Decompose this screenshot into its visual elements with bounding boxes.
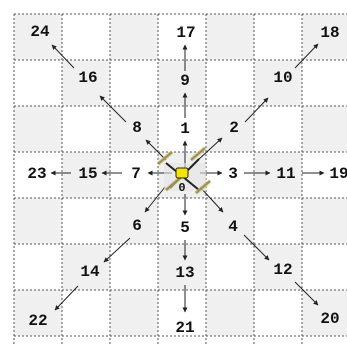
node-label-23: 23 xyxy=(27,165,46,183)
node-label-20: 20 xyxy=(320,310,339,328)
grid-cell xyxy=(206,14,254,60)
node-label-5: 5 xyxy=(180,219,190,237)
node-label-18: 18 xyxy=(320,24,339,42)
node-label-3: 3 xyxy=(228,165,238,183)
node-label-1: 1 xyxy=(180,120,190,138)
node-label-17: 17 xyxy=(176,24,195,42)
node-label-21: 21 xyxy=(175,319,194,337)
grid-cell xyxy=(110,290,158,336)
node-label-19: 19 xyxy=(329,165,347,183)
grid-cell xyxy=(14,198,62,244)
grid-cell xyxy=(302,198,347,244)
grid-cell xyxy=(62,14,110,60)
grid-cell xyxy=(110,60,158,106)
node-label-7: 7 xyxy=(131,165,141,183)
node-label-8: 8 xyxy=(132,119,142,137)
node-label-22: 22 xyxy=(28,312,47,330)
grid-cell xyxy=(302,106,347,152)
grid-cell xyxy=(206,60,254,106)
node-label-24: 24 xyxy=(30,23,50,41)
grid-cell xyxy=(206,244,254,290)
grid-cell xyxy=(206,290,254,336)
grid-cell xyxy=(110,14,158,60)
grid-cell xyxy=(254,198,302,244)
node-label-13: 13 xyxy=(175,264,194,282)
grid-cell xyxy=(302,60,347,106)
node-label-11: 11 xyxy=(276,165,295,183)
grid-cell xyxy=(302,244,347,290)
grid-cell xyxy=(14,60,62,106)
node-label-12: 12 xyxy=(273,261,292,279)
grid-cell xyxy=(62,290,110,336)
node-label-10: 10 xyxy=(273,69,292,87)
grid-cell xyxy=(254,290,302,336)
node-label-14: 14 xyxy=(80,263,100,281)
grid-cell xyxy=(62,198,110,244)
grid-cell xyxy=(14,244,62,290)
grid-cell xyxy=(110,244,158,290)
grid-cell xyxy=(62,106,110,152)
node-label-2: 2 xyxy=(229,119,239,137)
node-label-9: 9 xyxy=(180,72,190,90)
node-label-16: 16 xyxy=(78,69,97,87)
center-label: 0 xyxy=(178,181,185,195)
node-label-15: 15 xyxy=(78,165,97,183)
node-label-6: 6 xyxy=(132,217,142,235)
node-label-4: 4 xyxy=(228,218,238,236)
grid-cell xyxy=(254,106,302,152)
grid-cell xyxy=(14,106,62,152)
grid-cell xyxy=(254,14,302,60)
